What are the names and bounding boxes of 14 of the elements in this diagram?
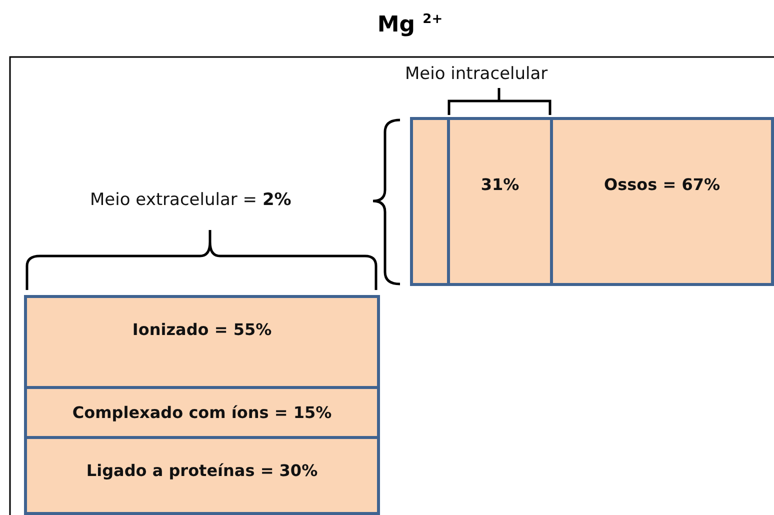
percent-label: Complexado com íons = 15% xyxy=(72,403,332,422)
data-cell xyxy=(24,436,380,515)
percent-label: Ossos = 67% xyxy=(604,175,720,194)
diagram-title: Mg $^{2+}$ xyxy=(376,12,444,38)
data-cell xyxy=(447,117,553,286)
bracket-label: Meio extracelular = 2% xyxy=(90,190,292,210)
bracket-label: Meio intracelular xyxy=(405,64,548,84)
data-cell xyxy=(550,117,774,286)
percent-label: Ligado a proteínas = 30% xyxy=(86,461,318,480)
data-cell xyxy=(410,117,450,286)
data-cell xyxy=(24,295,380,389)
percent-label: 31% xyxy=(480,175,520,194)
percent-label: Ionizado = 55% xyxy=(132,320,272,339)
data-cell xyxy=(24,386,380,439)
